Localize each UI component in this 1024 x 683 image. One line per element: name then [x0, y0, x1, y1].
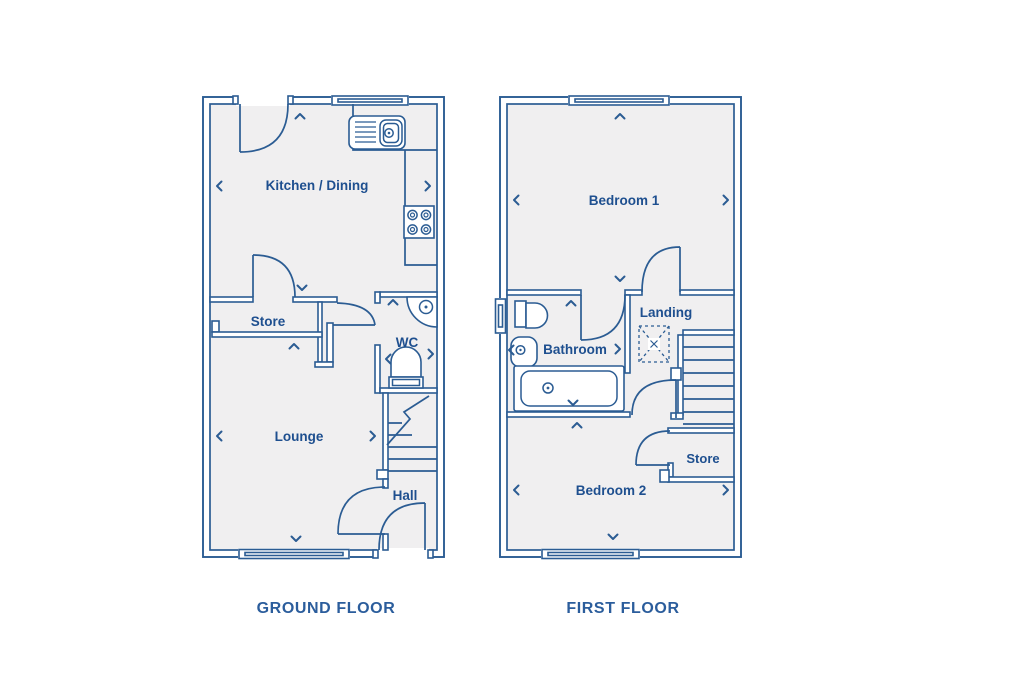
- bedroom2-door: [631, 379, 677, 418]
- door-jamb: [427, 549, 434, 559]
- kitchen-lounge-door: [333, 302, 376, 326]
- room-label-bedroom-1: Bedroom 1: [589, 193, 660, 208]
- first-floor-plan: Bedroom 1 Landing Bathroom Store Bedroom…: [494, 95, 742, 560]
- room-label-bathroom: Bathroom: [543, 342, 607, 357]
- hob-icon: [403, 205, 435, 239]
- room-label-bedroom-2: Bedroom 2: [576, 483, 647, 498]
- bathroom-door: [580, 294, 626, 341]
- bedroom2-window: [541, 548, 640, 560]
- room-label-hall: Hall: [393, 488, 418, 503]
- staircase-down-icon: [683, 346, 734, 425]
- ground-floor-plan: Kitchen / Dining Store WC Lounge Hall: [202, 95, 445, 560]
- first-floor-caption: FIRST FLOOR: [566, 600, 679, 617]
- room-label-store: Store: [251, 314, 286, 329]
- store-door: [635, 430, 671, 466]
- room-label-store-first: Store: [686, 451, 719, 466]
- wc-toilet-icon: [388, 346, 424, 389]
- ground-dimension-arrows: [216, 113, 434, 542]
- front-door: [378, 502, 426, 551]
- bedroom1-door: [641, 246, 681, 293]
- loft-hatch-icon: [638, 325, 670, 363]
- bedroom1-window: [568, 95, 670, 106]
- kitchen-sink-icon: [348, 115, 406, 150]
- room-label-lounge: Lounge: [275, 429, 324, 444]
- ground-floor-caption: GROUND FLOOR: [257, 600, 396, 617]
- first-floor-interior: [507, 104, 734, 550]
- bath-icon: [513, 365, 625, 412]
- lounge-hall-door: [337, 486, 386, 535]
- bathroom-toilet-icon: [514, 300, 549, 329]
- front-door-opening: [377, 548, 429, 559]
- door-jamb: [372, 549, 379, 559]
- first-dimension-arrows: [508, 113, 729, 540]
- ground-floor-interior: [210, 104, 437, 550]
- rear-door-opening: [236, 95, 290, 106]
- room-label-landing: Landing: [640, 305, 693, 320]
- store-door: [252, 254, 296, 298]
- room-label-kitchen-dining: Kitchen / Dining: [266, 178, 369, 193]
- kitchen-window: [331, 95, 409, 106]
- rear-door: [239, 103, 289, 153]
- door-jamb: [287, 95, 294, 105]
- bathroom-basin-icon: [510, 336, 538, 368]
- wc-basin-icon: [406, 296, 438, 328]
- first-interior-walls: [506, 289, 735, 483]
- room-label-wc: WC: [396, 335, 419, 350]
- ground-interior-walls: [209, 291, 438, 551]
- bathroom-window: [494, 298, 507, 334]
- door-jamb: [232, 95, 239, 105]
- staircase-icon: [386, 395, 437, 472]
- lounge-window: [238, 548, 350, 560]
